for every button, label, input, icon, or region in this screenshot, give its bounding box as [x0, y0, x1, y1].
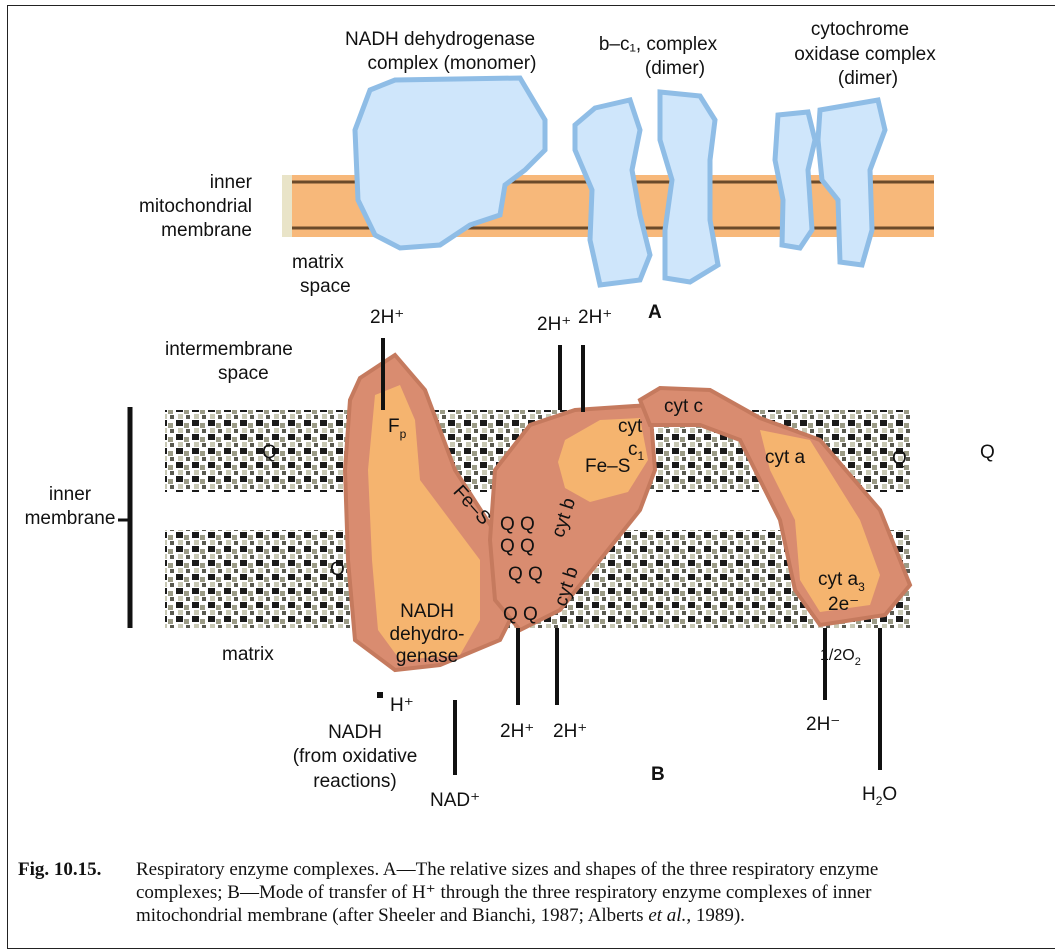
two-h-minus-label: 2H⁻ — [806, 714, 840, 735]
q-pair-1: Q Q — [500, 514, 535, 535]
proton-top-1: 2H⁺ — [370, 307, 404, 328]
cyt-c1-top: cyt — [618, 416, 643, 437]
nadh-source-line1: NADH — [328, 722, 382, 743]
nadh-dehydrogenase-line1: NADH — [400, 601, 454, 622]
respiratory-complex-diagram: NADH dehydrogenase complex (monomer) b–c… — [0, 0, 1055, 850]
q-label-left-bottom: Q — [330, 559, 345, 580]
caption-line-3: mitochondrial membrane (after Sheeler an… — [136, 904, 1055, 927]
intermembrane-label-line2: space — [218, 363, 269, 384]
cyt-a-label: cyt a — [765, 447, 806, 468]
proton-top-3: 2H⁺ — [578, 307, 612, 328]
complex3-label-line1: cytochrome — [811, 19, 909, 40]
proton-bottom-2: 2H⁺ — [553, 721, 587, 742]
cyt-c-label: cyt c — [664, 396, 703, 417]
proton-bottom-1: 2H⁺ — [500, 721, 534, 742]
complex2-label-line1: b–c₁, complex — [599, 34, 718, 55]
q-label-right-1: Q — [892, 448, 907, 469]
bc1-complex-right-shape — [660, 92, 718, 282]
nadh-source-line2: (from oxidative — [293, 746, 418, 767]
q-pair-3: Q Q — [508, 564, 543, 585]
panel-a: NADH dehydrogenase complex (monomer) b–c… — [139, 19, 936, 323]
figure-label: Fig. 10.15. — [18, 858, 101, 881]
inner-membrane-label-line2: membrane — [25, 508, 116, 529]
intermembrane-label-line1: intermembrane — [165, 339, 293, 360]
caption-line-1: Respiratory enzyme complexes. A—The rela… — [136, 858, 1055, 881]
membrane-label-line1: inner — [210, 172, 253, 193]
inner-membrane-label-line1: inner — [49, 484, 92, 505]
complex3-label-line2: oxidase complex — [794, 44, 936, 65]
nadh-source-line3: reactions) — [313, 771, 396, 792]
complex1-label-line1: NADH dehydrogenase — [345, 29, 535, 50]
h-plus-label: H⁺ — [390, 695, 414, 716]
complex1-label-line2: complex (monomer) — [368, 53, 537, 74]
panel-b: intermembrane space inner membrane matri… — [25, 307, 995, 811]
water-label: H2O — [862, 784, 897, 808]
q-label-right-2: Q — [980, 442, 995, 463]
matrix-label: matrix — [222, 644, 274, 665]
complex2-label-line2: (dimer) — [645, 58, 705, 79]
fes-label-2: Fe–S — [585, 456, 630, 477]
caption-line-2: complexes; B—Mode of transfer of H⁺ thro… — [136, 881, 1055, 904]
nadh-dehydrogenase-line2: dehydro- — [390, 624, 465, 645]
matrix-space-line1: matrix — [292, 252, 344, 273]
membrane-label-line2: mitochondrial — [139, 196, 252, 217]
two-electrons-label: 2e⁻ — [828, 594, 859, 615]
complex3-label-line3: (dimer) — [838, 68, 898, 89]
membrane-label-line3: membrane — [161, 220, 252, 241]
nadh-dehydrogenase-line3: genase — [396, 646, 458, 667]
proton-top-2: 2H⁺ — [537, 314, 571, 335]
panel-b-label: B — [651, 764, 665, 785]
matrix-space-line2: space — [300, 276, 351, 297]
panel-a-label: A — [648, 302, 662, 323]
q-pair-2: Q Q — [500, 536, 535, 557]
q-pair-4: Q Q — [503, 604, 538, 625]
q-label-left-top: Q — [262, 442, 277, 463]
caption-body: Respiratory enzyme complexes. A—The rela… — [136, 858, 1055, 927]
nad-plus-label: NAD⁺ — [430, 790, 480, 811]
cytochrome-oxidase-left-shape — [775, 112, 815, 248]
